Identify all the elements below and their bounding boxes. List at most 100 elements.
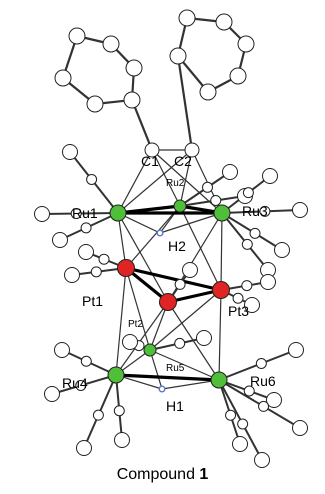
carbonyl-oxygen xyxy=(274,242,290,258)
phenyl-ring-1-carbon xyxy=(68,27,86,45)
label-ru5: Ru5 xyxy=(166,363,185,374)
label-ru6: Ru6 xyxy=(250,373,276,389)
carbonyl-oxygen xyxy=(292,420,308,436)
carbonyl-oxygen xyxy=(76,440,92,456)
carbonyl-oxygen xyxy=(262,168,278,184)
phenyl-ring-1-carbon xyxy=(54,69,72,87)
carbonyl-oxygen xyxy=(266,392,282,408)
phenyl-ring-2-carbon xyxy=(178,9,196,27)
carbonyl-carbon xyxy=(241,280,253,292)
atom-c1 xyxy=(144,142,160,158)
atom-pt1-octant xyxy=(117,267,127,277)
carbonyl-carbon xyxy=(243,385,255,397)
heavy-bond-Pt1-Pt2 xyxy=(124,266,170,304)
bond-Ru1-Pt2 xyxy=(117,212,169,303)
carbonyl-oxygen xyxy=(34,206,50,222)
carbonyl-carbon xyxy=(259,205,271,217)
phenyl-ring-2-carbon xyxy=(215,13,233,31)
carbonyl-oxygen xyxy=(292,202,308,218)
bond-Ru3-H2 xyxy=(159,212,223,234)
carbonyl-carbon xyxy=(80,222,92,234)
carbonyl-carbon xyxy=(174,337,186,349)
phenyl-ring-2-carbon xyxy=(169,47,187,65)
bond-Pt1-Ru4 xyxy=(115,267,127,376)
carbonyl-carbon xyxy=(90,266,102,278)
label-pt1: Pt1 xyxy=(82,293,103,309)
carbonyl-carbon xyxy=(80,355,92,367)
carbonyl-carbon xyxy=(241,238,253,250)
label-ru3: Ru3 xyxy=(242,203,268,219)
carbonyl-oxygen xyxy=(122,334,138,350)
carbonyl-carbon xyxy=(237,418,249,430)
atom-pt2-octant xyxy=(159,301,169,311)
carbonyl-oxygen xyxy=(62,144,78,160)
bond-C1-Ru1 xyxy=(117,149,153,214)
carbonyl-oxygen xyxy=(232,436,248,452)
bond-C2-Ru2 xyxy=(179,149,193,207)
phenyl-ring-1-carbon xyxy=(125,59,143,77)
label-ru4: Ru4 xyxy=(62,375,88,391)
phenyl-ring-2-carbon xyxy=(237,35,255,53)
carbonyl-oxygen xyxy=(196,330,212,346)
carbonyl-oxygen xyxy=(244,297,260,313)
phenyl-ring-1-carbon xyxy=(123,91,141,109)
carbonyl-oxygen xyxy=(254,452,270,468)
heavy-bond-Ru4-Ru6 xyxy=(115,373,220,382)
label-pt2: Pt2 xyxy=(128,319,143,330)
phenyl-ring-1-link xyxy=(130,99,154,151)
figure-caption: Compound 1 xyxy=(0,466,325,484)
heavy-bond-Pt2-Pt3 xyxy=(167,288,222,304)
atom-ru3-octant xyxy=(213,212,223,222)
carbonyl-carbon xyxy=(210,195,222,206)
atom-c2 xyxy=(184,142,200,158)
bond-Ru5-H1 xyxy=(149,349,163,390)
carbonyl-carbon xyxy=(225,409,237,421)
carbonyl-carbon xyxy=(258,400,270,412)
bond-Ru3-Pt3 xyxy=(220,212,223,291)
atom-pt3-octant xyxy=(212,289,222,299)
carbonyl-oxygen xyxy=(114,432,130,448)
atom-layer xyxy=(34,9,308,468)
atom-ru2-octant xyxy=(173,205,181,213)
carbonyl-oxygen xyxy=(44,386,60,402)
bond-C1-Ru3 xyxy=(151,149,223,214)
carbonyl-oxygen xyxy=(222,164,238,180)
caption-prefix: Compound xyxy=(116,466,200,483)
atom-ru1-octant xyxy=(109,212,119,222)
phenyl-ring-2-carbon xyxy=(199,83,217,101)
bond-Ru5-Ru6 xyxy=(149,349,220,381)
carbonyl-carbon xyxy=(249,227,261,239)
carbonyl-oxygen xyxy=(260,274,276,290)
carbonyl-oxygen xyxy=(54,342,70,358)
heavy-bond-Pt1-Pt3 xyxy=(125,266,222,292)
atom-h2 xyxy=(156,229,164,237)
carbonyl-carbon xyxy=(232,292,244,304)
phenyl-ring-1-carbon xyxy=(102,35,120,53)
carbonyl-carbon xyxy=(174,278,186,290)
carbonyl-carbon xyxy=(202,181,213,193)
atom-ru6-octant xyxy=(210,379,220,389)
carbonyl-carbon xyxy=(70,208,82,220)
carbonyl-carbon xyxy=(75,379,87,391)
carbonyl-oxygen xyxy=(288,342,304,358)
bond-Ru6-H1 xyxy=(161,379,220,390)
atom-ru5-octant xyxy=(143,349,151,357)
label-ru1: Ru1 xyxy=(72,205,98,221)
bond-Pt3-Ru6 xyxy=(218,289,222,381)
carbonyl-carbon xyxy=(113,405,125,417)
bond-Pt2-Ru4 xyxy=(115,301,169,376)
caption-number: 1 xyxy=(199,466,209,483)
label-pt3: Pt3 xyxy=(228,303,249,319)
label-layer: C1 C2 Ru2 Ru1 Ru3 H2 Pt1 Pt2 Pt3 Ru5 Ru4… xyxy=(62,153,276,414)
label-c2: C2 xyxy=(174,153,192,169)
carbonyl-carbon xyxy=(98,253,110,265)
label-h2: H2 xyxy=(168,238,186,254)
carbonyl-carbon xyxy=(92,409,104,421)
bond-Ru1-Pt1 xyxy=(117,212,127,269)
carbonyl-oxygen xyxy=(52,232,68,248)
bond-Pt1-Ru5 xyxy=(125,267,151,351)
phenyl-ring-2-link xyxy=(176,55,194,151)
carbonyl-oxygen xyxy=(64,267,80,283)
